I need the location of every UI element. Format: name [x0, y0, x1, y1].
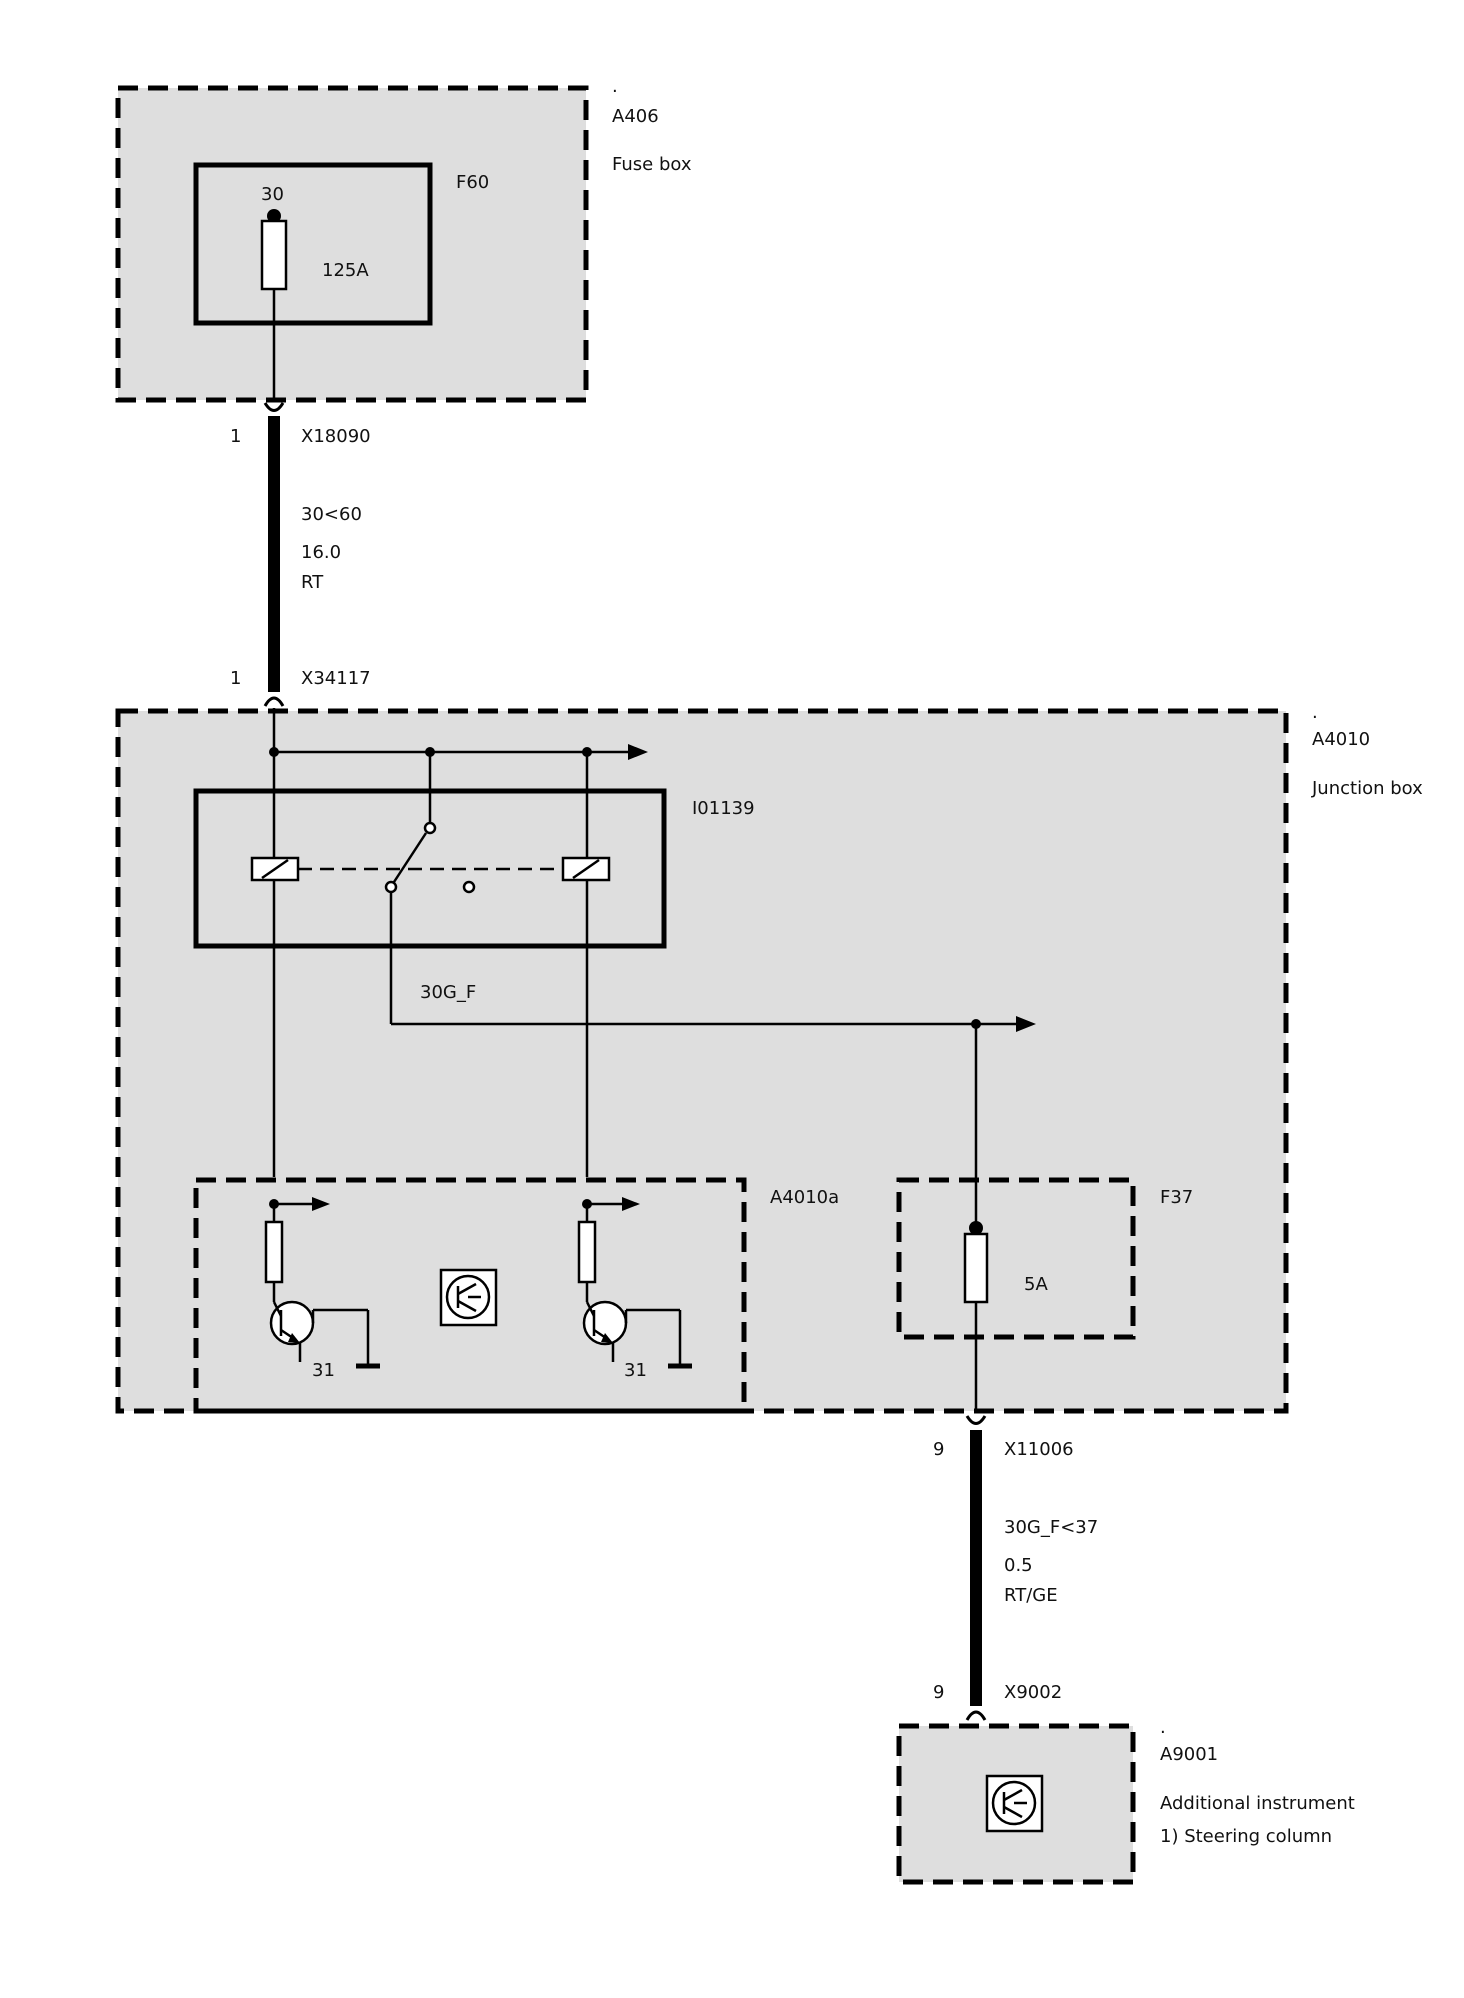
x9002-pin: 9	[933, 1682, 944, 1703]
a9001-id: A9001	[1160, 1744, 1218, 1765]
ground-right-label: 31	[624, 1360, 647, 1381]
wire2-signal: 30G_F<37	[1004, 1517, 1098, 1538]
f37-id: F37	[1160, 1187, 1193, 1208]
connector-x11006	[965, 1415, 987, 1425]
a4010a-id: A4010a	[770, 1187, 839, 1208]
resistor-left	[264, 1220, 284, 1284]
f60-id: F60	[456, 172, 489, 193]
x34117-pin: 1	[230, 668, 241, 689]
a406-id: A406	[612, 106, 659, 127]
a406-name: Fuse box	[612, 154, 692, 175]
fuse-f60-box	[193, 162, 433, 326]
wire2-size: 0.5	[1004, 1555, 1033, 1576]
wire1-signal: 30<60	[301, 504, 362, 525]
f37-rating: 5A	[1024, 1274, 1048, 1295]
net-label: 30G_F	[420, 982, 476, 1003]
fuse-f37-symbol	[963, 1232, 989, 1304]
a9001-note: 1) Steering column	[1160, 1826, 1332, 1847]
connector-x34117	[263, 696, 285, 707]
fuse-f60-symbol	[260, 219, 288, 291]
x11006-id: X11006	[1004, 1439, 1074, 1460]
connector-x18090	[263, 402, 285, 412]
wire1-color: RT	[301, 572, 324, 593]
x9002-id: X9002	[1004, 1682, 1062, 1703]
relay-contact-common	[384, 880, 398, 894]
a4010-name: Junction box	[1311, 778, 1423, 799]
ground-left-label: 31	[312, 1360, 335, 1381]
fuse-f37-box	[896, 1177, 1136, 1340]
a4010-id: A4010	[1312, 729, 1370, 750]
x18090-pin: 1	[230, 426, 241, 447]
wire2-color: RT/GE	[1004, 1585, 1058, 1606]
f60-rating: 125A	[322, 260, 369, 281]
module-a4010a	[193, 1177, 747, 1414]
connector-x9002	[965, 1710, 987, 1721]
a9001-name: Additional instrument	[1160, 1793, 1355, 1814]
a4010-dot: .	[1312, 702, 1318, 723]
wire1-size: 16.0	[301, 542, 341, 563]
relay-switch-arm	[392, 832, 428, 883]
relay-contact-open	[462, 880, 476, 894]
x34117-id: X34117	[301, 668, 371, 689]
resistor-right	[577, 1220, 597, 1284]
junction-box-a4010	[115, 708, 1289, 1414]
a9001-dot: .	[1160, 1717, 1166, 1738]
x11006-pin: 9	[933, 1439, 944, 1460]
x18090-id: X18090	[301, 426, 371, 447]
a406-dot: .	[612, 76, 618, 97]
f60-terminal: 30	[261, 184, 284, 205]
i01139-id: I01139	[692, 798, 755, 819]
bus-arrow	[628, 744, 648, 760]
terminal-30-dot	[267, 209, 281, 223]
relay-contact-top	[423, 821, 437, 835]
fuse-box-a406	[115, 85, 589, 403]
